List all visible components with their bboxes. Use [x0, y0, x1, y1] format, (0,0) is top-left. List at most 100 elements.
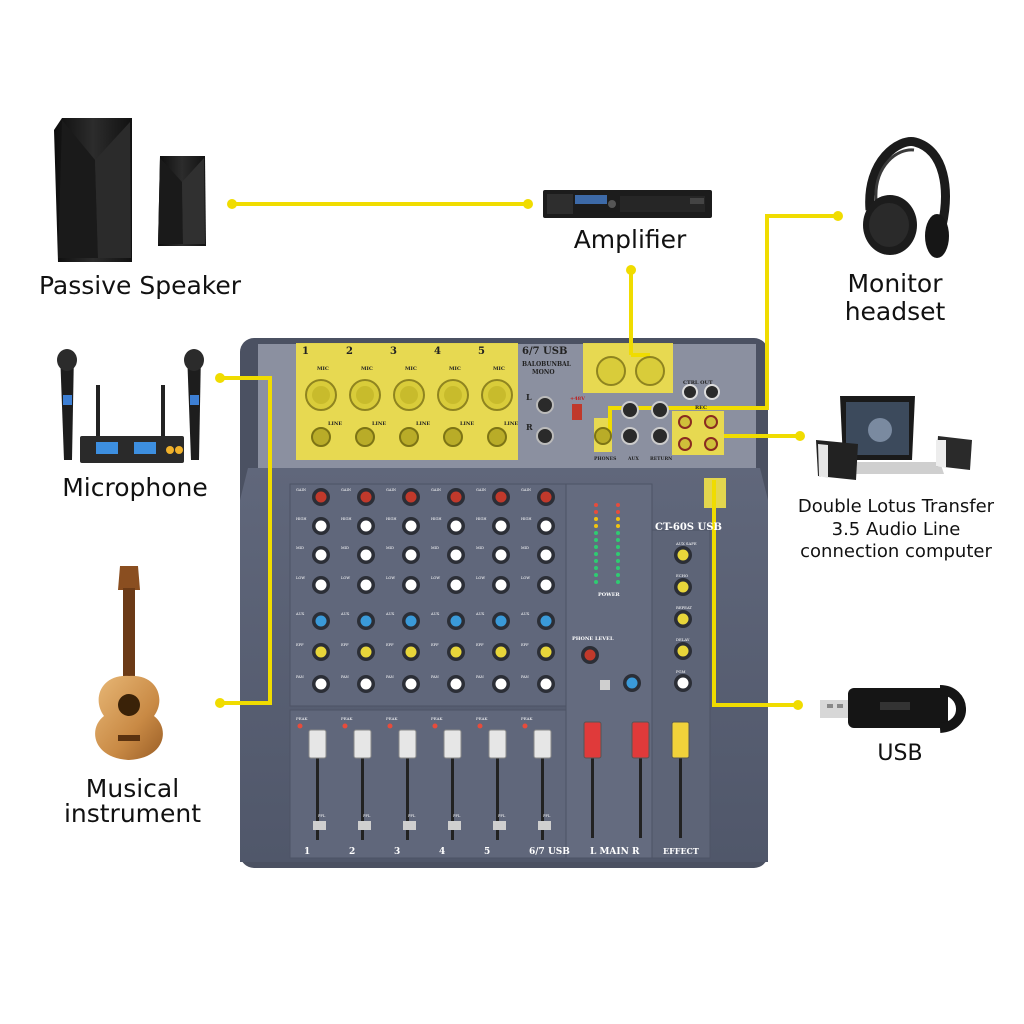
pfl-label: PFL [408, 814, 416, 818]
rca-jack [704, 437, 718, 451]
effect-knob-cap [677, 645, 689, 657]
level-meter-led-right [616, 503, 620, 507]
peak-led [477, 723, 483, 729]
level-meter-led-right [616, 552, 620, 556]
computer-image [816, 396, 972, 480]
bottom-channel-label: 1 [304, 847, 310, 857]
channel-knob-label: PAN [341, 675, 349, 679]
channel-knob-label: HIGH [386, 517, 397, 521]
mixer-model: CT-60S USB [655, 522, 722, 533]
channel-knob-label: HIGH [296, 517, 307, 521]
channel-knob-label: LOW [386, 576, 395, 580]
channel-knob-cap [540, 579, 552, 591]
channel-knob-label: EFF [341, 643, 349, 647]
fader-track [361, 740, 364, 840]
channel-knob-cap [495, 615, 507, 627]
peak-label: PEAK [431, 716, 444, 721]
level-meter-led-left [594, 559, 598, 563]
channel-knob-cap [315, 491, 327, 503]
peak-led [387, 723, 393, 729]
line-jack-label: LINE [328, 421, 342, 427]
input-channel-number: 2 [346, 346, 353, 357]
channel-knob-cap [450, 491, 462, 503]
pfl-label: PFL [543, 814, 551, 818]
microphone-label: Microphone [62, 473, 208, 502]
channel-knob-cap [495, 678, 507, 690]
line-jack [399, 427, 419, 447]
lr-r-label: R [526, 422, 533, 432]
ctrl-out-jack [704, 384, 720, 400]
level-meter-led-right [616, 545, 620, 549]
level-meter-led-right [616, 538, 620, 542]
channel-knob-cap [540, 678, 552, 690]
pfl-button [538, 821, 551, 830]
channel-knob-label: MID [476, 546, 484, 550]
channel-knob-label: PAN [296, 675, 304, 679]
peak-label: PEAK [476, 716, 489, 721]
usb-channel-sub2: MONO [532, 369, 555, 376]
computer-label-line2: 3.5 Audio Line [831, 518, 961, 540]
channel-knob-cap [450, 520, 462, 532]
channel-knob-label: AUX [475, 612, 485, 616]
channel-knob-label: PAN [476, 675, 484, 679]
musical-instrument-image [95, 566, 163, 760]
bottom-channel-label: 2 [349, 847, 355, 857]
mixer-controls: 1MICLINE2MICLINE3MICLINE4MICLINE5MICLINE… [295, 346, 720, 857]
phone-level-knob-cap [584, 649, 596, 661]
usb-stick-image [820, 685, 966, 733]
channel-knob-label: AUX [340, 612, 350, 616]
channel-knob-cap [315, 520, 327, 532]
channel-knob-label: EFF [476, 643, 484, 647]
computer-label-line1: Double Lotus Transfer [797, 496, 995, 517]
channel-knob-cap [360, 520, 372, 532]
mixer-image [240, 338, 768, 868]
aux-label: AUX [627, 456, 639, 462]
channel-knob-cap [405, 646, 417, 658]
channel-knob-cap [495, 646, 507, 658]
level-meter-led-left [594, 566, 598, 570]
channel-knob-cap [495, 491, 507, 503]
rca-jack [678, 415, 692, 429]
channel-knob-cap [450, 549, 462, 561]
channel-knob-label: EFF [296, 643, 304, 647]
bottom-channel-label: 6/7 USB [529, 847, 570, 857]
effect-knob-cap [677, 613, 689, 625]
channel-knob-cap [405, 615, 417, 627]
peak-led [522, 723, 528, 729]
channel-knob-cap [405, 579, 417, 591]
phantom-label: +48V [570, 396, 585, 402]
xlr-jack-inner [488, 386, 506, 404]
channel-knob-label: LOW [476, 576, 485, 580]
fader-track [496, 740, 499, 840]
pfl-label: PFL [498, 814, 506, 818]
channel-knob-cap [315, 646, 327, 658]
mic-jack-label: MIC [361, 366, 373, 372]
amplifier-label: Amplifier [573, 225, 687, 254]
aux-return-jack [621, 401, 639, 419]
line-jack [355, 427, 375, 447]
channel-knob-label: PAN [386, 675, 394, 679]
level-meter-led-left [594, 524, 598, 528]
effect-knob-label: ECHO [676, 573, 688, 578]
input-channel-number: 3 [390, 346, 397, 357]
channel-knob-label: AUX [430, 612, 440, 616]
channel-knob-cap [495, 520, 507, 532]
channel-knob-cap [405, 491, 417, 503]
main-fader-knob [631, 721, 650, 759]
amplifier-image [543, 190, 712, 218]
instrument-label-line1: Musical [85, 774, 180, 803]
fader-track [451, 740, 454, 840]
monitor-headset-label: Monitor headset [820, 270, 970, 326]
channel-knob-label: LOW [431, 576, 440, 580]
rec-label: REC [695, 405, 707, 411]
input-channel-number: 4 [434, 346, 441, 357]
main-label: L MAIN R [590, 847, 640, 857]
main-xlr-output [596, 356, 626, 386]
channel-knob-label: EFF [431, 643, 439, 647]
channel-knob-label: EFF [386, 643, 394, 647]
bottom-channel-label: 3 [394, 847, 400, 857]
effect-label: EFFECT [663, 846, 699, 856]
level-meter-led-left [594, 503, 598, 507]
connector-lines [220, 202, 838, 707]
line-jack [487, 427, 507, 447]
